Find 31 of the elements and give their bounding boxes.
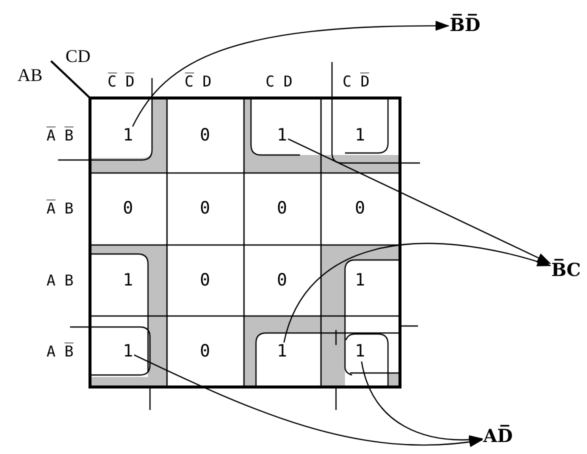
row-header: A̅ B̅ xyxy=(46,128,74,144)
cell-value: 1 xyxy=(276,128,288,144)
cell-value: 0 xyxy=(276,272,288,290)
variable-label: CD xyxy=(66,47,90,65)
column-header: C D xyxy=(265,74,293,90)
cell-value: 1 xyxy=(122,344,134,360)
leader-arrow xyxy=(134,354,484,447)
cell-value: 0 xyxy=(200,272,210,290)
cell-value: 0 xyxy=(200,200,210,218)
cell-value: 0 xyxy=(122,200,134,218)
cell-value: 1 xyxy=(276,344,288,360)
variable-label: AB xyxy=(18,66,42,84)
cell-value: 1 xyxy=(354,128,366,144)
leader-arrow xyxy=(283,242,552,343)
cell-value: 1 xyxy=(354,344,366,360)
cell-value: 1 xyxy=(122,272,134,290)
column-header: C D̅ xyxy=(342,74,370,90)
row-header: A B̅ xyxy=(46,344,74,360)
cell-value: 0 xyxy=(354,200,366,218)
row-header: A B xyxy=(46,274,74,288)
leader-arrow xyxy=(360,361,484,445)
cell-value: 0 xyxy=(200,344,210,360)
cell-value: 1 xyxy=(354,272,366,290)
cell-value: 1 xyxy=(122,128,134,144)
row-header: A̅ B xyxy=(46,202,74,216)
cell-value: 0 xyxy=(200,128,210,144)
leader-arrow xyxy=(132,20,450,127)
leader-arrow xyxy=(288,138,552,264)
cell-value: 0 xyxy=(276,200,288,218)
column-header: C̅ D xyxy=(184,74,212,90)
column-header: C̅ D̅ xyxy=(107,74,135,90)
